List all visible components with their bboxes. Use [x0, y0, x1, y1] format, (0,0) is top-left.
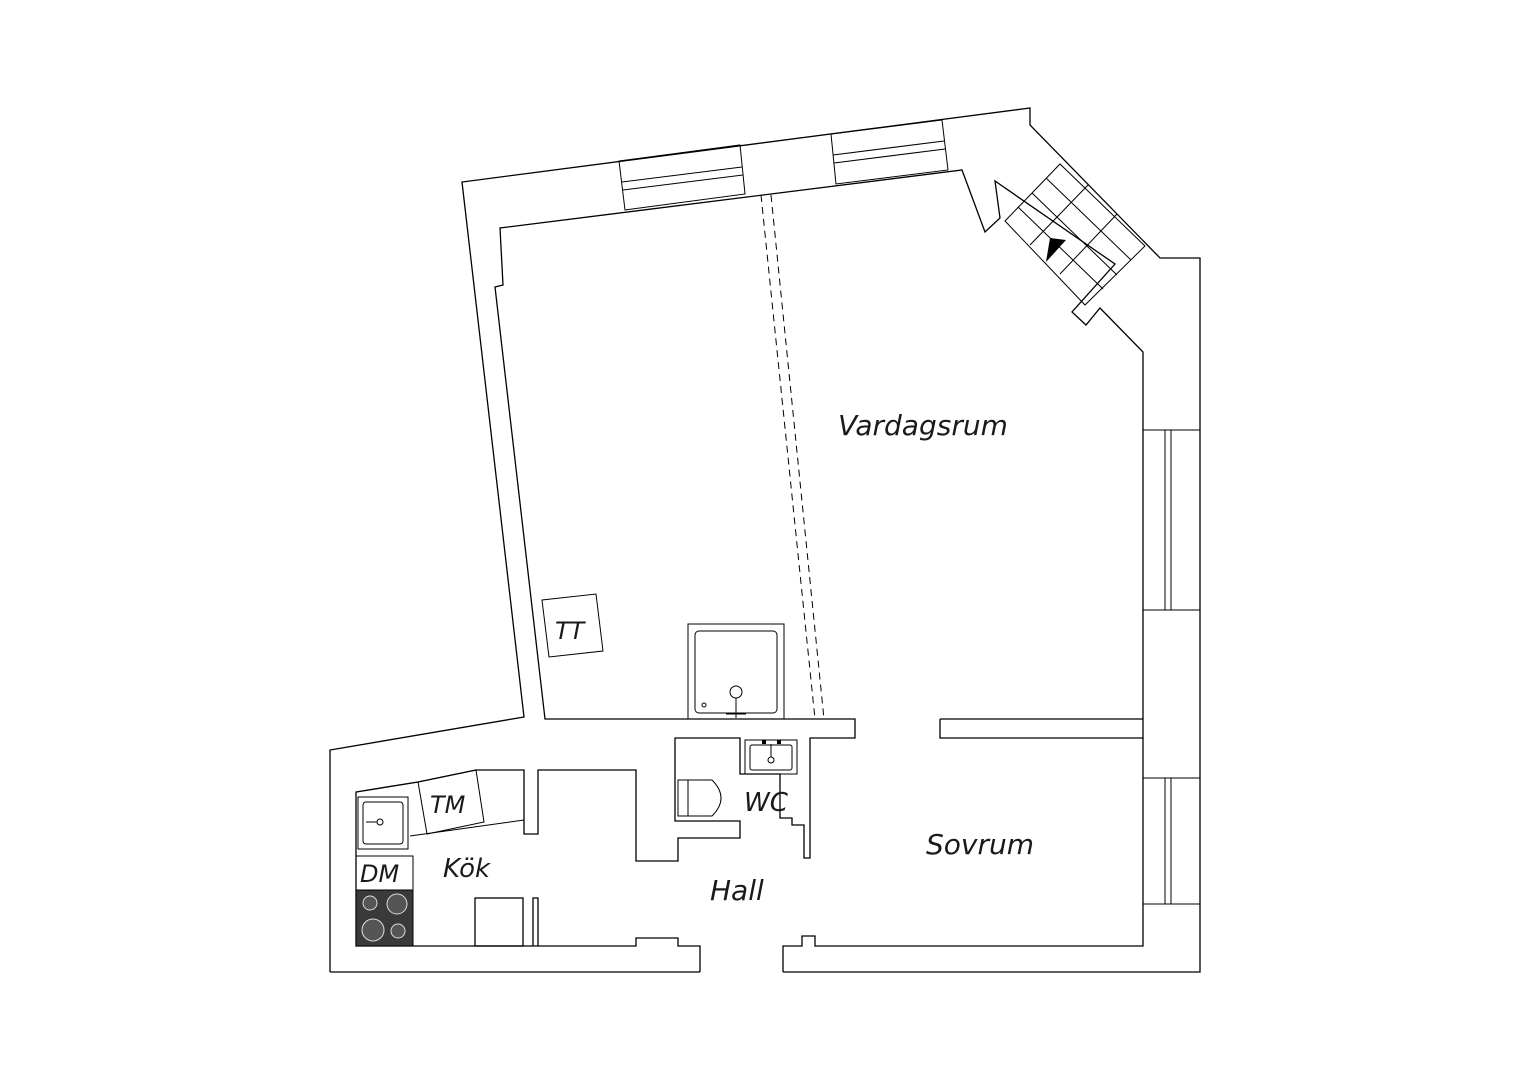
- kitchen-cabinet: [474, 897, 524, 947]
- stair-arrow-icon: [1046, 238, 1066, 262]
- tiled-stove: [687, 623, 785, 720]
- beam-line-2: [770, 194, 825, 720]
- top-window-left: [618, 144, 746, 211]
- right-window-upper: [1142, 429, 1201, 611]
- fixture-label-tm: TM: [430, 791, 466, 819]
- burner-icon: [390, 923, 406, 939]
- stove: [355, 889, 414, 947]
- room-label-hall: Hall: [710, 874, 764, 907]
- beam-line: [760, 194, 816, 720]
- right-window-lower: [1142, 777, 1201, 905]
- bedroom-wall: [782, 738, 1144, 972]
- counter-line: [355, 781, 419, 793]
- room-label-kok: Kök: [443, 854, 491, 884]
- wc-sink: [744, 739, 798, 775]
- top-window-right: [830, 119, 949, 185]
- room-label-sovrum: Sovrum: [926, 828, 1034, 861]
- outer-wall: [329, 107, 1201, 973]
- tt-cabinet: [541, 593, 604, 658]
- burner-icon: [362, 895, 378, 911]
- staircase: [1004, 163, 1146, 306]
- living-bedroom-wall: [939, 718, 1144, 739]
- room-label-vardagsrum: Vardagsrum: [838, 409, 1008, 442]
- fixture-label-tt: TT: [555, 617, 587, 645]
- living-room-inner-wall: [355, 169, 1144, 972]
- burner-icon: [386, 893, 408, 915]
- burner-icon: [361, 918, 385, 942]
- kitchen-sink: [357, 796, 409, 850]
- room-label-wc: WC: [744, 788, 789, 818]
- fixture-label-dm: DM: [360, 860, 399, 888]
- tm-cabinet: [417, 769, 485, 835]
- toilet: [677, 779, 722, 817]
- counter-front: [409, 819, 525, 837]
